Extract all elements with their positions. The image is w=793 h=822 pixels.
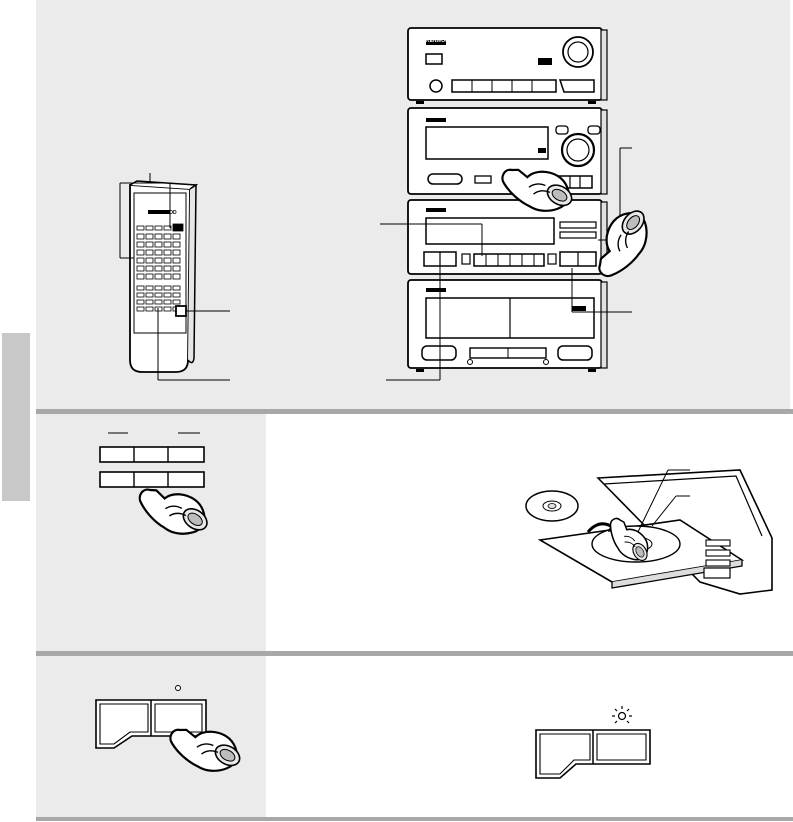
cd-tray-illustration [525,469,773,595]
source-buttons-illustration [99,432,205,488]
indicator-lamp-icon [612,706,632,724]
panel-divider [36,409,793,414]
remote-control-icon [129,180,199,373]
lit-buttons-illustration [535,729,651,779]
brand-logo: KENWOOD [426,38,453,44]
panel-divider [36,817,793,821]
section-tab [2,333,30,501]
remote-callout-lines [119,173,230,381]
brand-logo: KENWOOD [150,210,177,216]
panel-divider [36,651,793,656]
stereo-system-icon [407,27,608,372]
